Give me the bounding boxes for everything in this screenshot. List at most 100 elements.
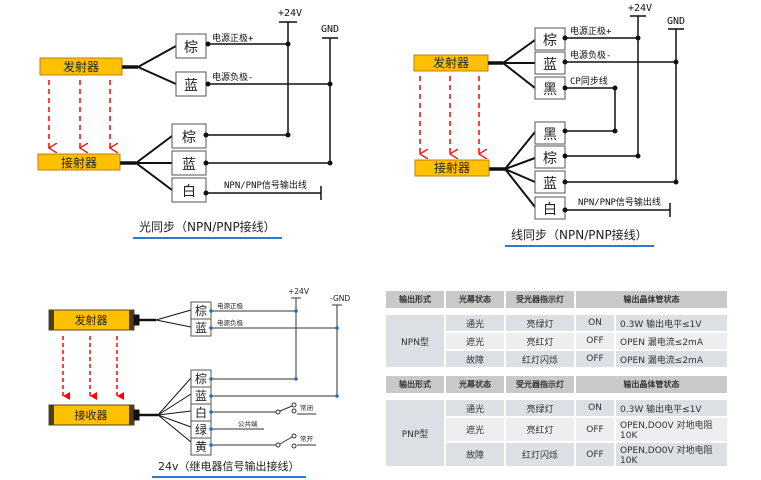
receiver-label: 接收器 [75, 408, 108, 422]
indicator: 亮红灯 [506, 418, 574, 441]
junctions [209, 309, 339, 447]
transistor-detail: 0.3W 输出电平≤1V [616, 400, 727, 416]
curtain-state: 遮光 [446, 418, 504, 441]
switch-state: ON [576, 400, 614, 416]
curtain-state: 故障 [446, 443, 504, 466]
rail-gnd-label: GND [667, 16, 685, 27]
junctions [562, 35, 679, 213]
wire-label: 常开 [300, 434, 314, 443]
emitter-label: 发射器 [63, 59, 99, 74]
wire-color-label: 蓝 [543, 57, 557, 73]
rail-24v-label: +24V [628, 3, 652, 14]
wire-label: 电源正极 [217, 301, 244, 310]
switch-no-contact [275, 442, 281, 448]
wire-color-label: 蓝 [195, 321, 207, 335]
wire-color-label: 蓝 [182, 157, 196, 173]
indicator: 红灯闪烁 [506, 443, 574, 466]
wire-color-label: 白 [195, 405, 207, 420]
emitter-cable [133, 309, 192, 328]
emitter-cable [122, 45, 177, 85]
switch-state: OFF [576, 418, 614, 441]
wire-label: 电源负极- [212, 71, 253, 83]
wire-label: 电源负极- [570, 49, 611, 61]
receiver-label: 接射器 [434, 160, 470, 175]
switch-state: OFF [576, 333, 614, 349]
wire-label: CP同步线 [570, 75, 608, 87]
table-row: 故障 红灯闪烁 OFF OPEN,DO0V 对地电阻10K [386, 443, 727, 466]
table-header: 输出晶体管状态 [576, 291, 727, 308]
curtain-state: 遮光 [446, 333, 504, 349]
diagram-optical-sync: 发射器 接射器 棕 蓝 棕 蓝 [37, 8, 339, 203]
wire-box-blue [171, 150, 207, 176]
junctions [203, 41, 333, 196]
transistor-detail: OPEN 漏电流≤2mA [616, 333, 727, 349]
wire-label: NPN/PNP信号输出线 [578, 196, 661, 208]
receiver-cable [133, 377, 192, 443]
table-header: 光幕状态 [446, 291, 504, 308]
light-beams [49, 80, 110, 148]
wire-box-white [171, 177, 207, 203]
table-header: 受光器指示灯 [506, 376, 574, 393]
wire-color-label: 蓝 [195, 389, 207, 403]
receiver-label: 接射器 [61, 155, 97, 170]
table-header: 光幕状态 [446, 376, 504, 393]
curtain-state: 故障 [446, 351, 504, 367]
wire-label: 公共端 [238, 419, 258, 428]
emitter-cable [488, 39, 536, 89]
transistor-detail: OPEN,DO0V 对地电阻10K [616, 443, 727, 466]
emitter-label: 发射器 [75, 313, 108, 327]
wire-color-label: 黄 [195, 440, 207, 454]
wire-color-label: 蓝 [184, 78, 198, 94]
wire-label: 电源正极+ [212, 32, 254, 44]
wire-label: 电源正极+ [570, 25, 612, 37]
indicator: 亮红灯 [506, 333, 574, 349]
switch-state: ON [576, 315, 614, 331]
wire-color-label: 绿 [195, 422, 207, 437]
transistor-detail: OPEN 漏电流≤2mA [616, 351, 727, 367]
table-row: 遮光 亮红灯 OFF OPEN,DO0V 对地电阻10K [386, 418, 727, 441]
wire-box-brown [171, 123, 207, 149]
wire-color-label: 棕 [543, 151, 557, 167]
curtain-state: 通光 [446, 315, 504, 331]
table-row: PNP型 通光 亮绿灯 ON 0.3W 输出电平≤1V [386, 400, 727, 466]
transistor-detail: 0.3W 输出电平≤1V [616, 315, 727, 331]
rail-gnd-label: -GND [330, 294, 350, 303]
switch-state: OFF [576, 443, 614, 466]
wire-color-label: 白 [182, 184, 196, 200]
receiver-cable [489, 131, 536, 208]
wire-color-label: 黑 [543, 82, 557, 98]
wire-color-label: 黑 [543, 127, 557, 143]
table-row: 遮光 亮红灯 OFF OPEN 漏电流≤2mA [386, 333, 727, 349]
diagram-relay-output: 发射器 接收器 棕 蓝 [48, 287, 350, 456]
wire-label: NPN/PNP信号输出线 [224, 179, 307, 191]
wire-box-blue [175, 71, 207, 97]
switch-state: OFF [576, 351, 614, 367]
caption-optical-sync: 光同步（NPN/PNP接线） [133, 218, 282, 239]
pnp-output-table: 输出形式 光幕状态 受光器指示灯 输出晶体管状态 PNP型 通光 亮绿灯 ON … [384, 374, 729, 468]
rail-24v-label: +24V [278, 8, 302, 19]
wire-color-label: 蓝 [543, 176, 557, 192]
wire-color-label: 棕 [195, 303, 207, 318]
wire-color-label: 棕 [182, 130, 196, 146]
rail-24v-label: +24V [288, 287, 310, 296]
transistor-detail: OPEN,DO0V 对地电阻10K [616, 418, 727, 441]
table-header: 输出形式 [386, 291, 444, 308]
curtain-state: 通光 [446, 400, 504, 416]
table-header: 受光器指示灯 [506, 291, 574, 308]
table-header: 输出晶体管状态 [576, 376, 727, 393]
output-form: PNP型 [386, 400, 444, 466]
wire-color-label: 白 [543, 202, 557, 218]
wiring [565, 15, 684, 217]
diagram-wire-sync: 发射器 接射器 棕 蓝 黑 黑 [413, 3, 685, 220]
npn-output-table: 输出形式 光幕状态 受光器指示灯 输出晶体管状态 NPN型 通光 亮绿灯 ON … [384, 289, 729, 369]
table-header: 输出形式 [386, 376, 444, 393]
output-form: NPN型 [386, 315, 444, 367]
wire-box-brown [175, 33, 207, 59]
wire-color-label: 棕 [543, 33, 557, 49]
indicator: 红灯闪烁 [506, 351, 574, 367]
emitter-label: 发射器 [433, 55, 469, 70]
wire-label: 常闭 [300, 403, 313, 412]
table-row: 故障 红灯闪烁 OFF OPEN 漏电流≤2mA [386, 351, 727, 367]
wiring [205, 21, 338, 200]
